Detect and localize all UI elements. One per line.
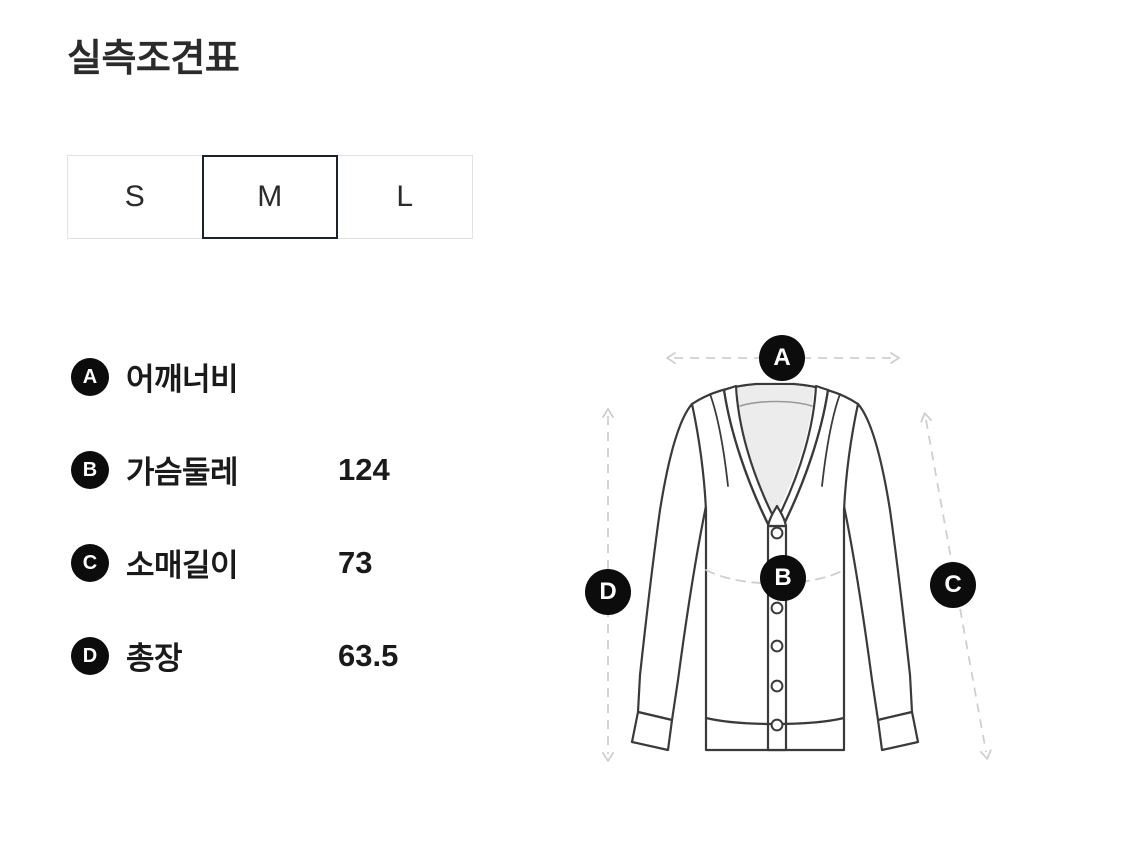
badge-label: A (773, 344, 791, 371)
size-tab-s[interactable]: S (67, 155, 203, 239)
page-title: 실측조견표 (67, 38, 240, 80)
button (770, 718, 784, 732)
measurement-row-a: A 어깨너비 (71, 330, 491, 423)
size-tab-group: S M L (67, 155, 473, 239)
measurement-label: 가슴둘레 (126, 455, 239, 490)
left-cuff (630, 710, 674, 752)
diagram-badge-c-icon: C (930, 562, 976, 608)
garment-diagram (560, 320, 1020, 790)
measurement-label: 소매길이 (126, 548, 239, 583)
shoulder-seam-left (709, 393, 729, 487)
badge-label: B (774, 564, 792, 591)
size-tab-m[interactable]: M (202, 155, 338, 239)
badge-c-icon: C (71, 543, 109, 582)
badge-d-icon: D (71, 636, 109, 675)
shoulder-seam-right (821, 393, 841, 487)
measurement-value: 124 (338, 451, 390, 487)
size-tab-l[interactable]: L (337, 155, 473, 239)
badge-b-icon: B (71, 450, 109, 489)
measurement-row-c: C 소매길이 73 (71, 516, 491, 609)
button (770, 639, 784, 653)
size-tab-label: M (257, 180, 283, 213)
badge-label: D (599, 578, 617, 605)
size-tab-label: L (396, 180, 414, 213)
diagram-badge-b-icon: B (760, 555, 806, 601)
size-tab-label: S (124, 180, 146, 213)
back-neck-line (739, 400, 813, 407)
measurement-row-b: B 가슴둘레 124 (71, 423, 491, 516)
vneck-outer-left (722, 388, 776, 538)
badge-label: C (82, 551, 98, 574)
vneck-point (766, 504, 788, 528)
badge-a-icon: A (71, 357, 109, 396)
button (770, 526, 784, 540)
measurement-label: 어깨너비 (126, 362, 239, 397)
neck-inner-fill (738, 385, 814, 516)
measurement-value: 73 (338, 544, 373, 580)
measurement-value: 63.5 (338, 637, 399, 673)
measurement-label: 총장 (126, 641, 183, 676)
vneck-outer-right (776, 388, 830, 538)
badge-label: D (82, 644, 98, 667)
diagram-badge-d-icon: D (585, 569, 631, 615)
right-cuff (876, 710, 920, 752)
badge-label: A (82, 365, 98, 388)
button (770, 601, 784, 615)
diagram-badge-a-icon: A (759, 335, 805, 381)
badge-label: B (82, 458, 98, 481)
button (770, 679, 784, 693)
measurement-row-d: D 총장 63.5 (71, 609, 491, 702)
measurement-list: A 어깨너비 B 가슴둘레 124 C 소매길이 73 D 총장 63.5 (71, 330, 491, 702)
badge-label: C (944, 571, 962, 598)
